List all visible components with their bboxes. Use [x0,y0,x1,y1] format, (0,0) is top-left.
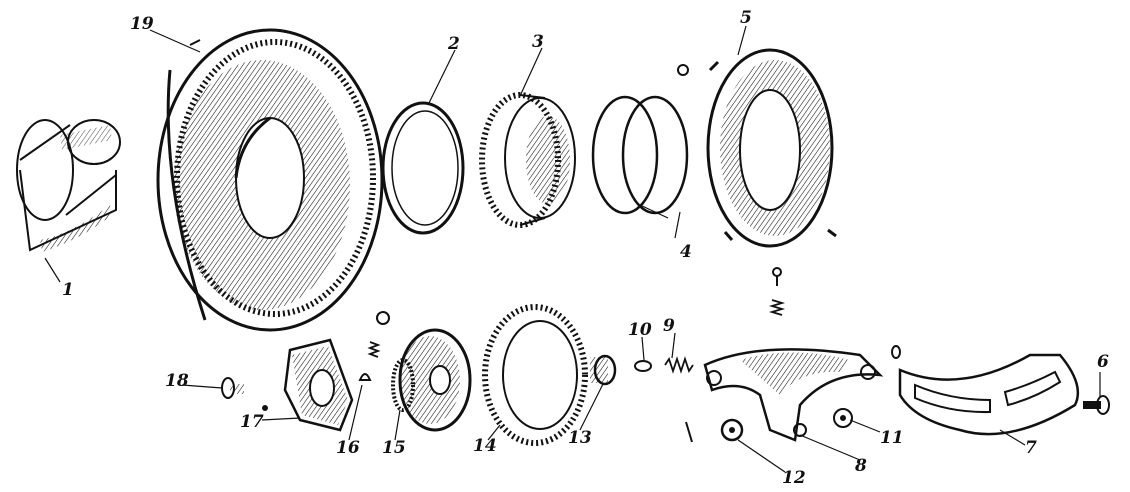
label-part-6: 6 [1097,352,1109,372]
part-14-ratchet-ring [482,304,588,446]
part-2-ring [381,101,465,235]
label-part-2: 2 [448,34,460,54]
label-part-5: 5 [740,8,752,28]
label-part-8: 8 [855,456,867,476]
part-3-gear-drum [479,92,576,228]
part-15-gear-wheel [391,328,472,432]
part-19-gear-housing [156,28,384,332]
label-part-7: 7 [1025,438,1037,458]
label-part-19: 19 [130,14,154,34]
label-part-18: 18 [165,371,189,391]
part-13-roller [590,354,617,386]
leader-lines [44,25,1101,473]
label-part-15: 15 [382,438,406,458]
label-part-10: 10 [628,320,652,340]
label-part-13: 13 [568,428,592,448]
part-9-spring [664,356,694,374]
part-11-nut [833,408,853,428]
label-part-11: 11 [880,428,904,448]
part-8-bracket [703,348,884,442]
label-part-12: 12 [782,468,806,488]
part-5-cover [677,48,837,248]
label-part-1: 1 [62,280,74,300]
label-part-4: 4 [680,242,692,262]
part-16-spring-plug [358,311,390,381]
screw-and-spring [768,267,786,316]
label-part-16: 16 [336,438,360,458]
label-part-17: 17 [240,412,264,432]
part-6-bolt [1083,395,1110,415]
label-part-14: 14 [473,436,497,456]
part-12-nut [685,418,744,443]
part-18-screw [221,377,244,399]
part-10-pin [634,360,652,372]
part-17-plate [262,338,354,432]
part-4-rings [591,95,689,215]
part-7-curved-plate [891,345,1080,436]
label-part-3: 3 [532,32,544,52]
label-part-9: 9 [663,316,675,336]
part-1-sleeve [16,119,121,252]
